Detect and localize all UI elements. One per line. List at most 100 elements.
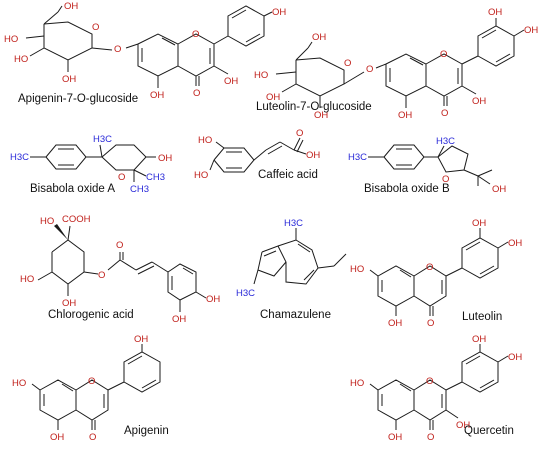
compound-name: Luteolin bbox=[462, 311, 502, 323]
b-ring-bonds bbox=[461, 351, 499, 393]
bond bbox=[127, 355, 143, 365]
atom-label: COOH bbox=[62, 214, 91, 225]
atom-label: OH bbox=[50, 432, 64, 443]
bond bbox=[137, 265, 155, 275]
compound-name: Quercetin bbox=[464, 425, 514, 437]
atom-label: O bbox=[427, 432, 434, 443]
compound-name: Luteolin-7-O-glucoside bbox=[256, 101, 372, 113]
bond bbox=[133, 169, 147, 177]
compound-name: Caffeic acid bbox=[258, 169, 318, 181]
atom-label: O bbox=[98, 270, 105, 281]
bond bbox=[281, 83, 297, 93]
bond bbox=[83, 271, 99, 275]
bond bbox=[477, 175, 491, 185]
atom-label: O bbox=[114, 44, 121, 55]
c-ring-bonds bbox=[425, 53, 463, 97]
b-ring-bonds bbox=[477, 25, 515, 67]
compound-apigenin: OH HO O OH O Apigenin bbox=[12, 334, 169, 443]
atom-label: O bbox=[442, 174, 449, 185]
atom-label: HO bbox=[4, 34, 18, 45]
atom-label: H3C bbox=[93, 134, 112, 145]
atom-label: O bbox=[427, 318, 434, 329]
oxane-ring-bonds bbox=[101, 144, 147, 171]
bond bbox=[497, 241, 509, 249]
bond bbox=[293, 137, 301, 151]
bond bbox=[99, 144, 103, 158]
atom-label: HO bbox=[198, 135, 212, 146]
bond bbox=[369, 269, 379, 277]
a-ring-bonds bbox=[377, 379, 415, 421]
atom-label: O bbox=[296, 128, 303, 139]
a-ring-bonds bbox=[39, 379, 77, 421]
b-ring-bonds bbox=[227, 5, 265, 47]
atom-label: OH bbox=[508, 352, 522, 363]
bond bbox=[445, 409, 459, 419]
atom-label: O bbox=[344, 58, 351, 69]
bond bbox=[477, 169, 493, 177]
compound-name: Apigenin bbox=[124, 425, 169, 437]
bond bbox=[295, 47, 309, 61]
atom-label: H3C bbox=[236, 288, 255, 299]
atom-label: O bbox=[192, 29, 199, 40]
bond bbox=[253, 149, 267, 161]
atom-label: O bbox=[441, 108, 448, 119]
bond bbox=[445, 381, 463, 391]
atom-label: HO bbox=[194, 170, 208, 181]
bond bbox=[29, 47, 45, 57]
atom-label: OH bbox=[64, 1, 78, 12]
bond bbox=[263, 11, 273, 17]
bond bbox=[303, 269, 315, 281]
bond bbox=[343, 71, 365, 85]
atom-label: OH bbox=[150, 90, 164, 101]
compound-luteolin-7-o-glucoside: OH O HO OH OH O O OH O OH OH OH Luteolin… bbox=[254, 7, 538, 121]
bond bbox=[497, 355, 509, 363]
atom-label: OH bbox=[306, 150, 320, 161]
bond bbox=[369, 383, 379, 391]
bond bbox=[37, 271, 53, 281]
atom-label: O bbox=[426, 262, 433, 273]
atom-label: HO bbox=[40, 216, 54, 227]
atom-label: HO bbox=[20, 274, 34, 285]
bond bbox=[91, 47, 113, 51]
bond bbox=[135, 261, 153, 271]
atom-label: O bbox=[426, 376, 433, 387]
bond bbox=[213, 65, 229, 75]
bond bbox=[31, 383, 41, 391]
glucose-ring-bonds bbox=[295, 57, 345, 97]
bond bbox=[463, 169, 479, 177]
atom-label: HO bbox=[254, 70, 268, 81]
compound-name: Chamazulene bbox=[260, 309, 331, 321]
bond bbox=[213, 35, 229, 45]
bond bbox=[107, 381, 125, 391]
bond bbox=[481, 29, 497, 39]
bond bbox=[297, 243, 311, 253]
atom-label: HO bbox=[350, 378, 364, 389]
atom-label: H3C bbox=[348, 152, 367, 163]
bond bbox=[479, 265, 495, 275]
atom-label: OH bbox=[488, 7, 502, 18]
compound-caffeic-acid: HO HO OH O Caffeic acid bbox=[194, 128, 320, 181]
atom-label: OH bbox=[62, 298, 76, 309]
bond bbox=[445, 267, 463, 277]
atom-label: OH bbox=[398, 110, 412, 121]
bond bbox=[43, 11, 59, 25]
bond bbox=[265, 141, 281, 151]
atom-label: OH bbox=[388, 318, 402, 329]
bond bbox=[399, 383, 412, 392]
atom-label: O bbox=[118, 172, 125, 183]
atom-label: OH bbox=[272, 7, 286, 18]
atom-label: O bbox=[89, 432, 96, 443]
b-ring-bonds bbox=[461, 237, 499, 279]
bond bbox=[231, 9, 247, 19]
atom-label: OH bbox=[314, 110, 328, 121]
bond bbox=[461, 55, 479, 65]
bond bbox=[25, 35, 45, 39]
bond bbox=[279, 141, 295, 151]
atom-label: HO bbox=[12, 378, 26, 389]
bond bbox=[375, 63, 387, 69]
bond bbox=[245, 33, 261, 43]
c-ring-bonds bbox=[75, 379, 109, 421]
bond bbox=[67, 225, 71, 241]
bond bbox=[293, 149, 307, 155]
compound-name: Apigenin-7-O-glucoside bbox=[18, 93, 138, 105]
